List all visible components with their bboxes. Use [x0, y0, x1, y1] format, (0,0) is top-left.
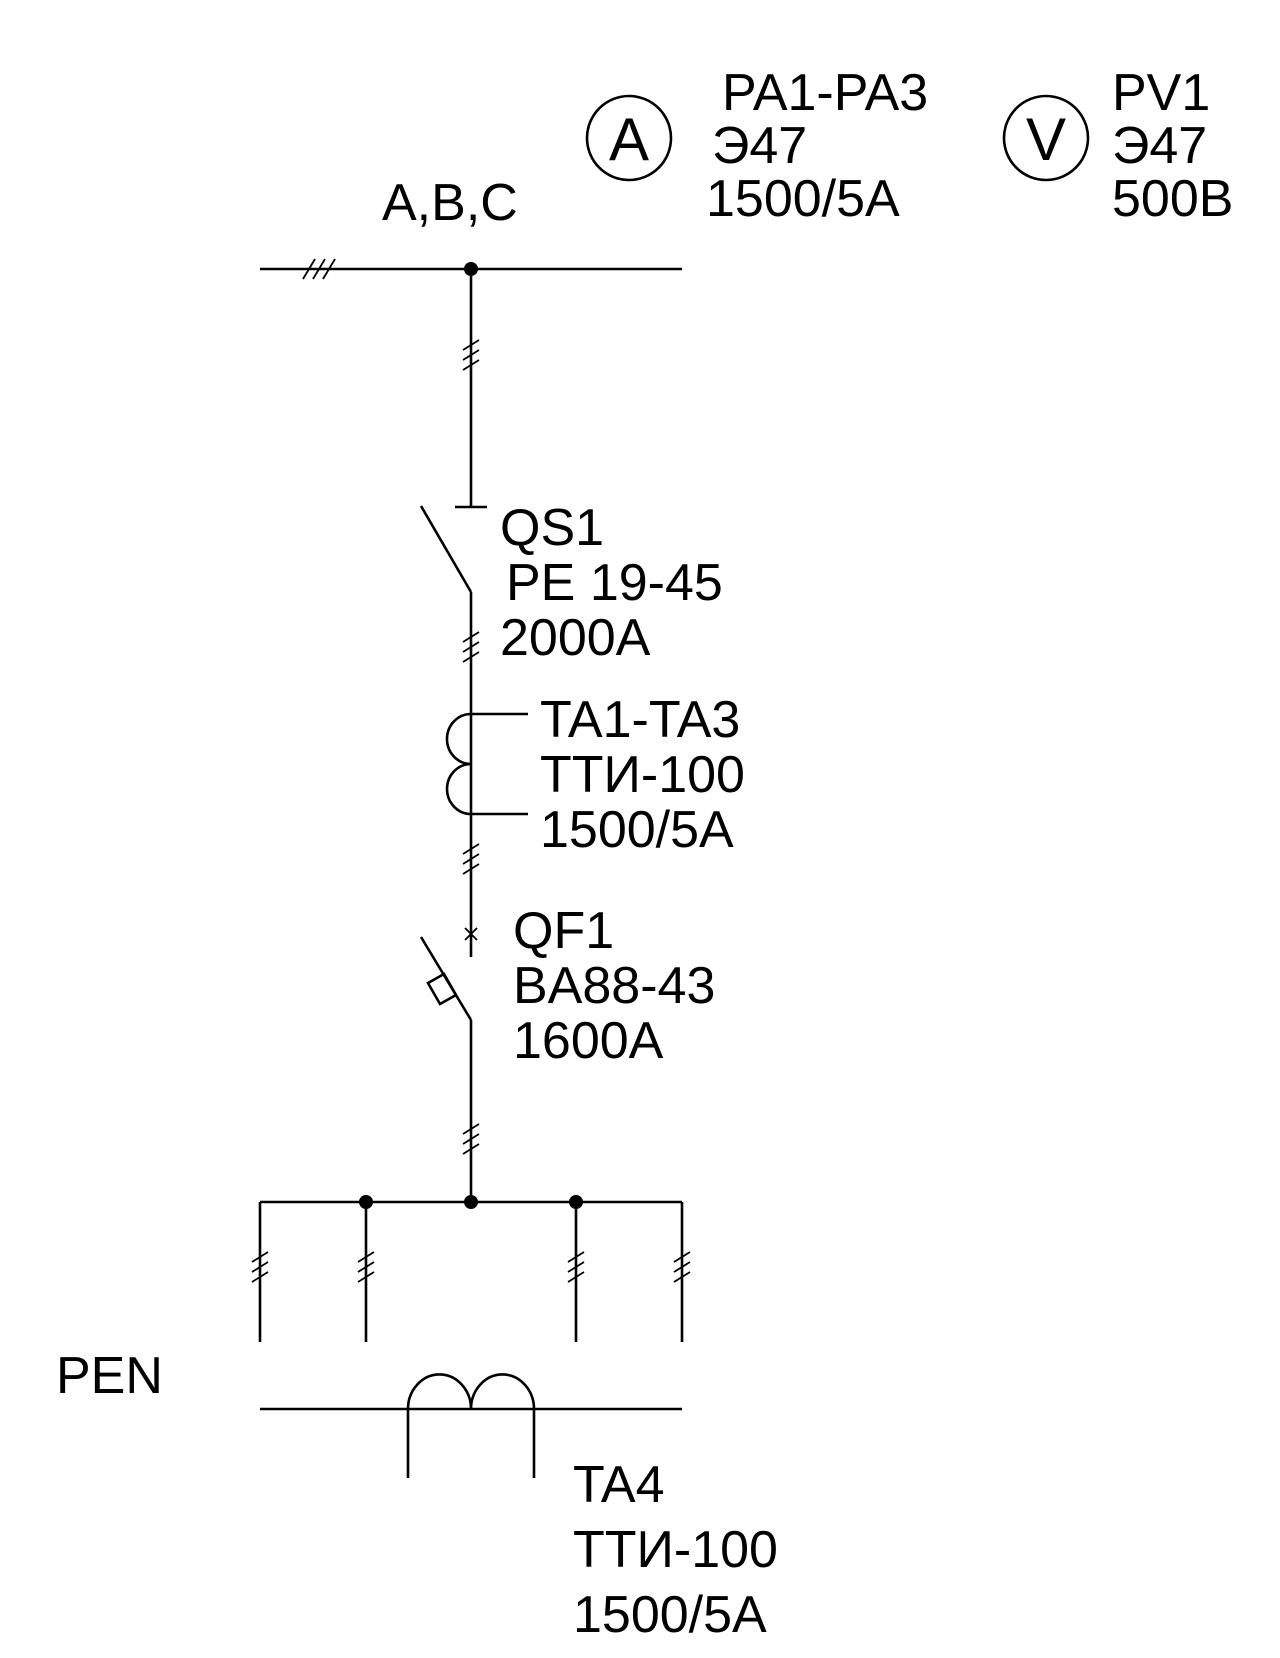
voltmeter-symbol-circle: [1002, 94, 1090, 182]
disconnector-qs1: QS1 PE 19-45 2000A: [419, 499, 723, 957]
breaker-release-box: [426, 972, 458, 1006]
ammeter-designation: PA1-PA3: [722, 64, 928, 122]
ammeter-rating: 1500/5A: [706, 170, 900, 228]
breaker-fixed-contact-cross: [464, 927, 478, 941]
ct-winding: [445, 712, 472, 816]
disconnector-rating: 2000A: [500, 609, 651, 667]
voltmeter-symbol-letter: V: [1026, 106, 1066, 173]
ammeter-symbol-circle: [585, 94, 673, 182]
pen-ct-designation: TA4: [573, 1456, 665, 1514]
disconnector-designation: QS1: [500, 499, 604, 557]
bus-three-phase-ticks: [302, 258, 336, 280]
outgoing-junction-dot-2: [464, 1195, 478, 1209]
pen-ct-rating: 1500/5A: [573, 1586, 767, 1644]
ammeter-block: A PA1-PA3 Э47 1500/5A: [585, 64, 928, 228]
outgoing-feeder-1-ticks: [251, 1251, 269, 1283]
outgoing-bus: [251, 1195, 691, 1342]
outgoing-feeder-4-ticks: [673, 1251, 691, 1283]
outgoing-feeder-3-ticks: [567, 1251, 585, 1283]
breaker-rating: 1600A: [513, 1012, 664, 1070]
voltmeter-block: V PV1 Э47 500B: [1002, 64, 1233, 228]
ct-type: TTИ-100: [540, 746, 745, 804]
circuit-breaker-qf1: QF1 BA88-43 1600A: [419, 902, 715, 1202]
current-transformer-ta1-ta3: TA1-TA3 TTИ-100 1500/5A: [445, 691, 745, 875]
feeder-three-phase-ticks-1: [462, 339, 480, 371]
feeder-three-phase-ticks-3: [462, 843, 480, 875]
outgoing-feeder-2-ticks: [357, 1251, 375, 1283]
ct-designation: TA1-TA3: [540, 691, 740, 749]
disconnector-type: PE 19-45: [506, 554, 723, 612]
ct-rating: 1500/5A: [540, 801, 734, 859]
pen-ct-winding: [406, 1373, 536, 1410]
breaker-type: BA88-43: [513, 957, 715, 1015]
feeder-three-phase-ticks-4: [462, 1123, 480, 1155]
feeder-upper: [462, 269, 480, 507]
bus-label: A,B,C: [382, 174, 518, 232]
voltmeter-designation: PV1: [1112, 64, 1210, 122]
current-transformer-ta4: TA4 TTИ-100 1500/5A: [573, 1456, 778, 1644]
pen-ct-type: TTИ-100: [573, 1521, 778, 1579]
pen-conductor: [260, 1373, 682, 1478]
ammeter-symbol-letter: A: [609, 106, 649, 173]
feeder-three-phase-ticks-2: [462, 631, 480, 663]
ammeter-type: Э47: [712, 117, 807, 175]
disconnector-blade: [419, 505, 473, 593]
voltmeter-type: Э47: [1112, 117, 1207, 175]
breaker-designation: QF1: [513, 902, 614, 960]
voltmeter-rating: 500B: [1112, 170, 1233, 228]
pen-label: PEN: [56, 1347, 163, 1405]
